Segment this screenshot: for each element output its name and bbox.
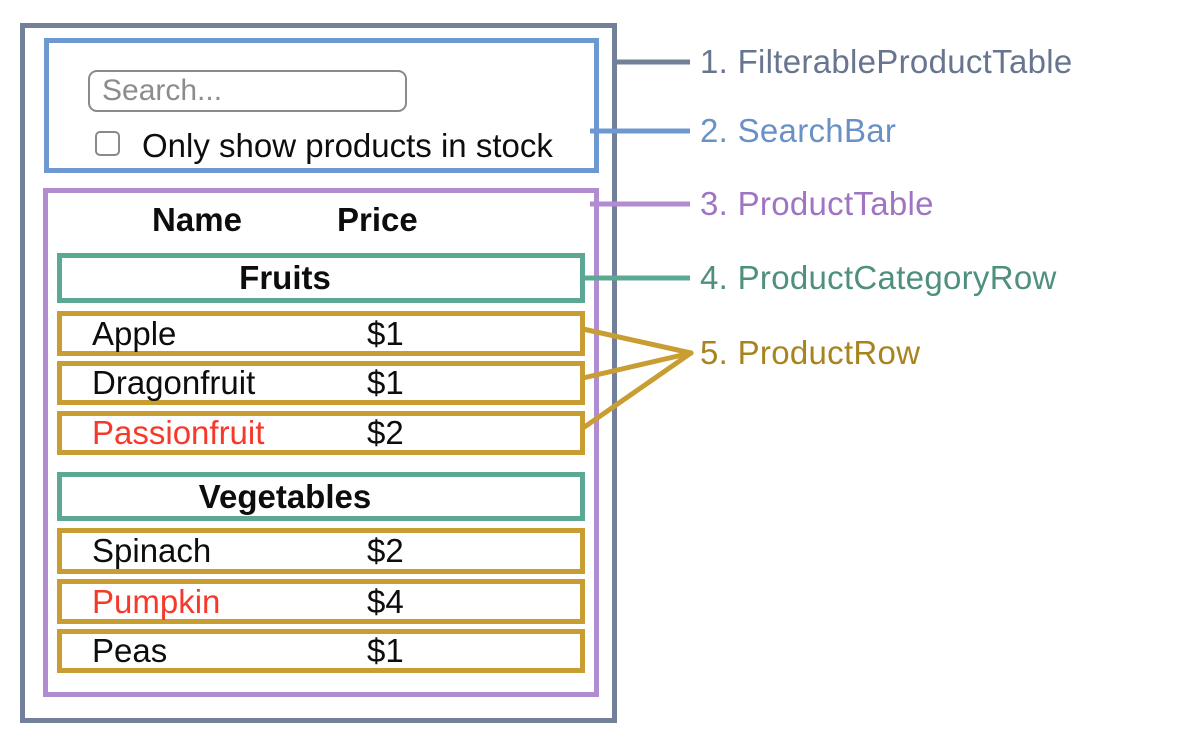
legend-filterable-product-table: 1. FilterableProductTable bbox=[700, 43, 1073, 80]
product-price: $1 bbox=[367, 364, 404, 401]
product-name: Pumpkin bbox=[92, 582, 221, 620]
in-stock-checkbox-label: Only show products in stock bbox=[142, 127, 553, 164]
product-name: Apple bbox=[92, 314, 177, 352]
column-header-price: Price bbox=[337, 201, 418, 238]
search-input[interactable] bbox=[88, 70, 407, 112]
product-row: Passionfruit $2 bbox=[57, 411, 585, 455]
product-row: Pumpkin $4 bbox=[57, 579, 585, 624]
product-row: Dragonfruit $1 bbox=[57, 361, 585, 405]
product-price: $2 bbox=[367, 532, 404, 569]
product-row: Peas $1 bbox=[57, 629, 585, 673]
category-label: Fruits bbox=[239, 259, 331, 296]
product-row: Spinach $2 bbox=[57, 528, 585, 574]
column-header-name: Name bbox=[152, 201, 242, 238]
in-stock-checkbox[interactable] bbox=[95, 131, 120, 156]
legend-search-bar: 2. SearchBar bbox=[700, 112, 897, 149]
category-label: Vegetables bbox=[198, 477, 372, 515]
product-name: Spinach bbox=[92, 532, 212, 569]
product-price: $1 bbox=[367, 632, 404, 669]
product-price: $4 bbox=[367, 582, 404, 620]
product-name: Peas bbox=[92, 632, 168, 669]
legend-product-row: 5. ProductRow bbox=[700, 334, 921, 371]
product-name: Passionfruit bbox=[92, 414, 265, 451]
legend-product-table: 3. ProductTable bbox=[700, 185, 934, 222]
table-header-row: Name Price bbox=[57, 200, 585, 240]
product-category-row: Vegetables bbox=[57, 472, 585, 521]
product-table-box bbox=[43, 188, 599, 697]
product-category-row: Fruits bbox=[57, 253, 585, 303]
product-price: $1 bbox=[367, 314, 404, 352]
product-price: $2 bbox=[367, 414, 404, 451]
product-name: Dragonfruit bbox=[92, 364, 256, 401]
search-bar-box bbox=[44, 38, 599, 173]
product-row: Apple $1 bbox=[57, 311, 585, 356]
legend-product-category-row: 4. ProductCategoryRow bbox=[700, 259, 1057, 296]
